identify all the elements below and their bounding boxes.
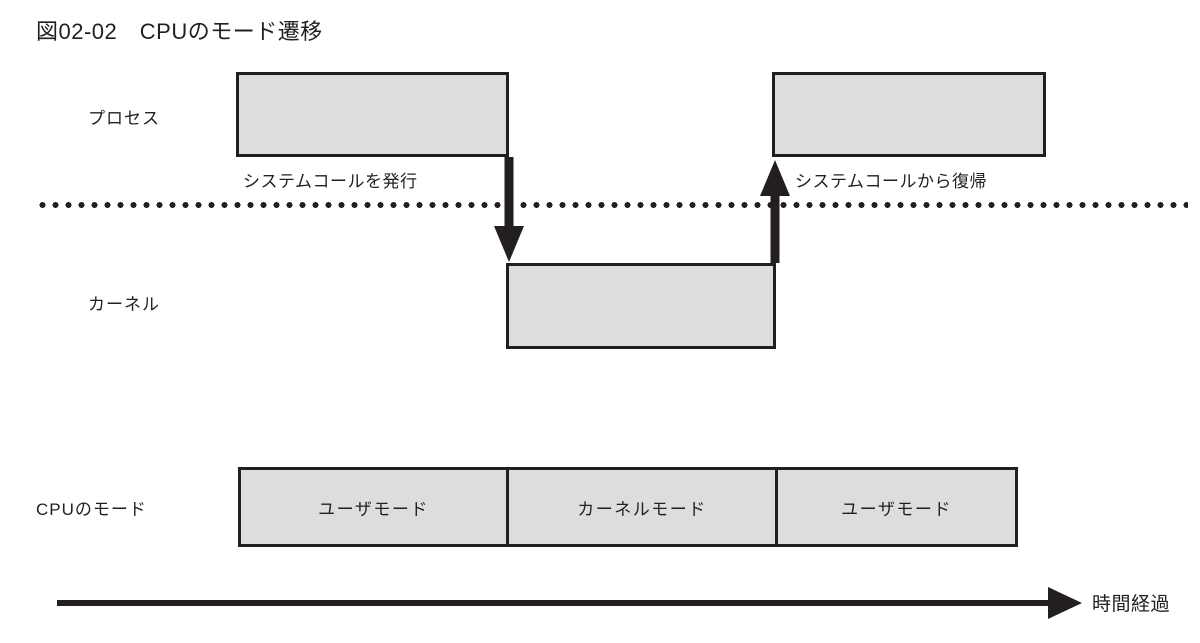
arrow-right-icon (57, 587, 1082, 619)
arrow-down-icon (494, 157, 524, 262)
user-kernel-boundary-line (36, 202, 1188, 208)
process-activity-box-left (236, 72, 509, 157)
lane-label-cpu-mode: CPUのモード (36, 500, 147, 519)
process-activity-box-right (772, 72, 1046, 157)
transition-label-syscall-return: システムコールから復帰 (795, 172, 987, 191)
cpu-mode-segment-kernel: カーネルモード (506, 470, 775, 544)
arrow-up-icon (760, 160, 790, 263)
transition-label-syscall-issue: システムコールを発行 (243, 172, 418, 191)
time-axis-label: 時間経過 (1092, 594, 1171, 615)
lane-label-kernel: カーネル (88, 295, 160, 314)
figure-title: 図02-02 CPUのモード遷移 (36, 19, 323, 44)
cpu-mode-bar: ユーザモード カーネルモード ユーザモード (238, 467, 1018, 547)
kernel-activity-box (506, 263, 776, 349)
lane-label-process: プロセス (88, 109, 160, 128)
cpu-mode-segment-user-1: ユーザモード (241, 470, 506, 544)
cpu-mode-segment-user-2: ユーザモード (775, 470, 1015, 544)
